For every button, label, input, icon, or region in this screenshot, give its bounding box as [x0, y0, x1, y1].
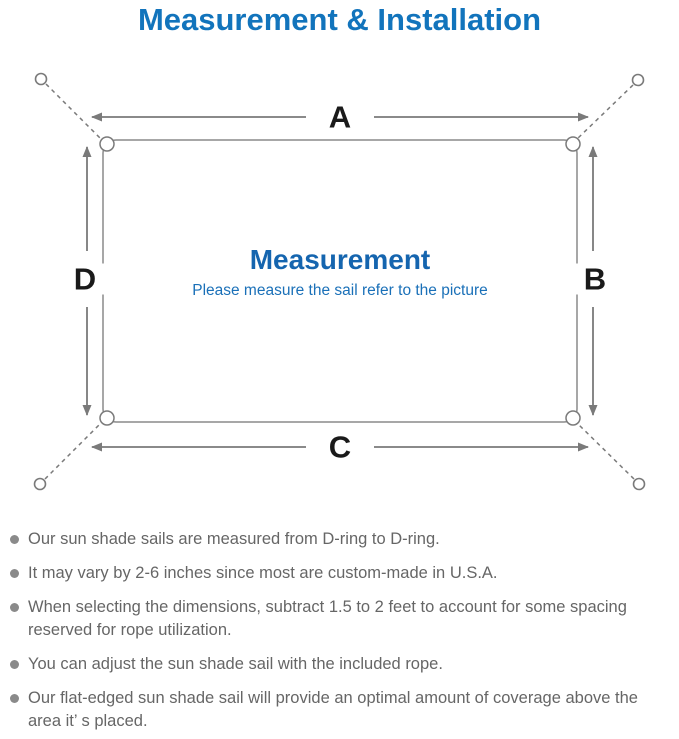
anchor-ring-top-left [34, 72, 48, 86]
list-item: You can adjust the sun shade sail with t… [8, 653, 674, 676]
measurement-note-title: Measurement [249, 244, 431, 275]
dimension-label-c: C [318, 431, 362, 463]
diagram-canvas [33, 72, 646, 491]
list-item: Our flat-edged sun shade sail will provi… [8, 687, 674, 733]
bullet-icon [10, 569, 19, 578]
note-text: You can adjust the sun shade sail with t… [28, 655, 443, 673]
anchor-ring-bottom-left [33, 477, 47, 491]
list-item: It may vary by 2-6 inches since most are… [8, 562, 674, 585]
dimension-label-d: D [63, 263, 107, 295]
rope-line-top-left [45, 83, 103, 141]
dimension-label-a: A [318, 101, 362, 133]
page-title: Measurement & Installation [137, 2, 542, 37]
measurement-notes-list: Our sun shade sails are measured from D-… [8, 528, 674, 739]
list-item: When selecting the dimensions, subtract … [8, 596, 674, 642]
rope-line-bottom-left [44, 421, 103, 480]
bullet-icon [10, 694, 19, 703]
bullet-icon [10, 535, 19, 544]
d-ring-top-right [565, 136, 581, 152]
rope-line-top-right [575, 84, 634, 141]
dimension-label-b: B [573, 263, 617, 295]
note-text: It may vary by 2-6 inches since most are… [28, 564, 498, 582]
bullet-icon [10, 603, 19, 612]
note-text: Our flat-edged sun shade sail will provi… [28, 689, 638, 730]
d-ring-top-left [99, 136, 115, 152]
measurement-note: Measurement Please measure the sail refe… [103, 244, 577, 300]
anchor-ring-top-right [631, 73, 645, 87]
d-ring-bottom-left [99, 410, 115, 426]
bullet-icon [10, 660, 19, 669]
sail-measurement-diagram: A B C D Measurement Please measure the s… [33, 72, 646, 491]
note-text: When selecting the dimensions, subtract … [28, 598, 627, 639]
measurement-note-subtitle: Please measure the sail refer to the pic… [192, 282, 488, 299]
note-text: Our sun shade sails are measured from D-… [28, 530, 440, 548]
rope-line-bottom-right [575, 421, 635, 480]
list-item: Our sun shade sails are measured from D-… [8, 528, 674, 551]
anchor-ring-bottom-right [632, 477, 646, 491]
d-ring-bottom-right [565, 410, 581, 426]
